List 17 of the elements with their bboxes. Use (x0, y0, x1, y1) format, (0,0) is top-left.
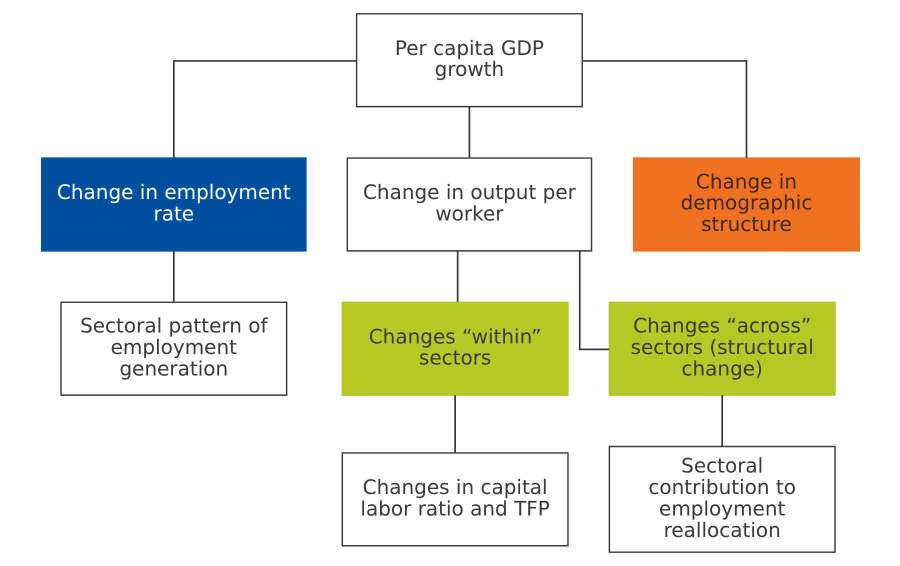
node-box: Sectoral contribution to employment reallocation (608, 446, 836, 553)
node-box: Changes “across” sectors (structural change) (608, 302, 836, 396)
node-box: Change in demographic structure (632, 157, 860, 252)
connector (720, 395, 723, 446)
connector (578, 251, 609, 350)
node-box: Per capita GDP growth (355, 13, 582, 108)
node-box: Change in employment rate (40, 157, 306, 252)
connector (468, 106, 470, 158)
connector (454, 395, 456, 453)
connector (172, 250, 174, 302)
node-box: Changes “within” sectors (341, 302, 568, 396)
node-box: Change in output per worker (346, 157, 592, 252)
node-box: Sectoral pattern of employment generation (60, 302, 287, 396)
connector (172, 60, 356, 158)
connector (582, 60, 747, 158)
node-box: Changes in capital labor ratio and TFP (341, 452, 568, 546)
connector (456, 250, 458, 302)
